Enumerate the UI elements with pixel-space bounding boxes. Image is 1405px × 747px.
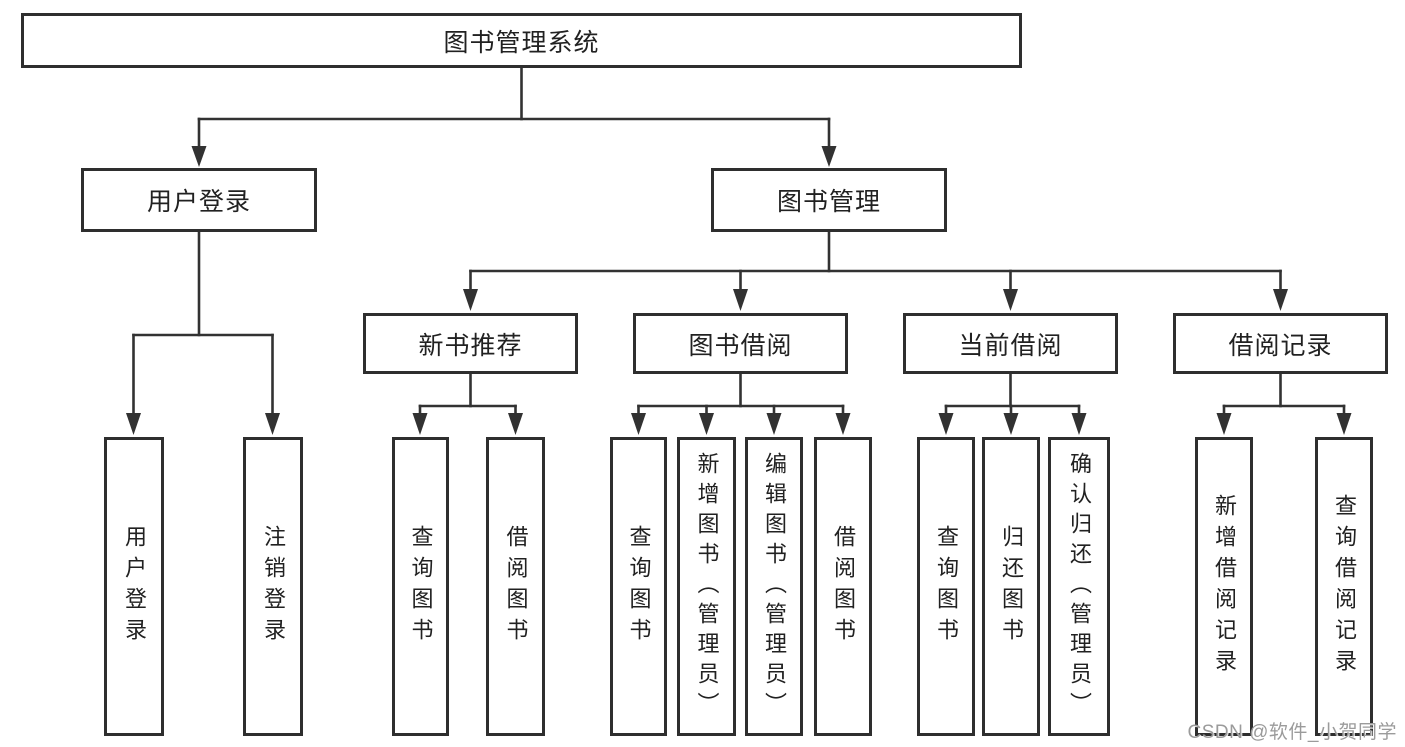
node-current-borrow: 当前借阅 (903, 313, 1118, 374)
node-user-login: 用户登录 (81, 168, 317, 232)
leaf-borrow-edit-books-admin: 编辑图书（管理员） (745, 437, 803, 736)
leaf-current-confirm-return-admin: 确认归还（管理员） (1048, 437, 1110, 736)
connector-recommend-children (412, 372, 523, 435)
leaf-borrow-query-books: 查询图书 (610, 437, 667, 736)
connector-user-login-children (126, 230, 280, 435)
connector-records-children (1216, 372, 1352, 435)
node-book-borrow: 图书借阅 (633, 313, 848, 374)
leaf-current-return-books: 归还图书 (982, 437, 1040, 736)
leaf-user-login: 用户登录 (104, 437, 164, 736)
connector-borrow-children (631, 372, 851, 435)
leaf-recommend-query-books: 查询图书 (392, 437, 449, 736)
node-new-book-recommend: 新书推荐 (363, 313, 578, 374)
connector-book-mgmt-children (463, 230, 1288, 311)
connector-root-to-level2 (191, 66, 837, 167)
leaf-current-query-books: 查询图书 (917, 437, 975, 736)
leaf-borrow-add-books-admin: 新增图书（管理员） (677, 437, 736, 736)
watermark: CSDN @软件_小贺同学 (1187, 722, 1397, 743)
node-book-management: 图书管理 (711, 168, 947, 232)
leaf-records-query-record: 查询借阅记录 (1315, 437, 1373, 736)
connector-current-children (938, 372, 1087, 435)
leaf-logout: 注销登录 (243, 437, 303, 736)
leaf-borrow-borrow-books: 借阅图书 (814, 437, 872, 736)
node-root-library-system: 图书管理系统 (21, 13, 1022, 68)
leaf-recommend-borrow-books: 借阅图书 (486, 437, 545, 736)
node-borrow-records: 借阅记录 (1173, 313, 1388, 374)
leaf-records-add-record: 新增借阅记录 (1195, 437, 1253, 736)
